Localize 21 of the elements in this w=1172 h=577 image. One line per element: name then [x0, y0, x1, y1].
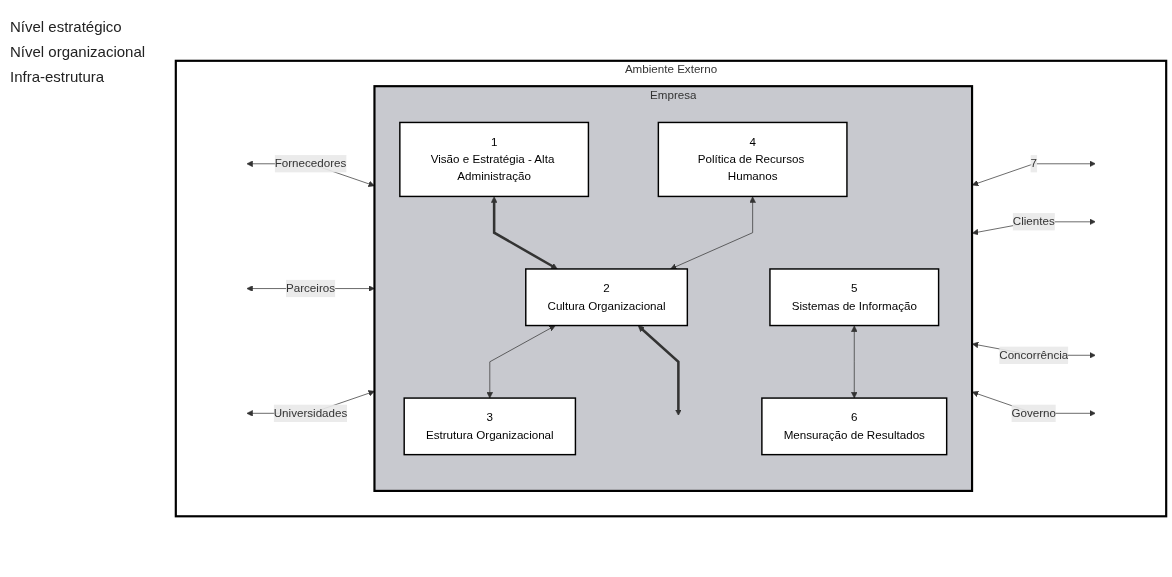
level-label: Nível estratégico: [10, 18, 123, 35]
edge-label: 7: [1030, 157, 1037, 170]
arrow: [851, 325, 858, 399]
node-box: 4 Política de Recursos Humanos: [657, 121, 848, 198]
level-label: Nível organizacional: [10, 43, 147, 60]
arrow: [490, 196, 558, 270]
edge-label: Parceiros: [285, 281, 335, 295]
edge-label: Clientes: [1012, 215, 1055, 228]
arrow: [637, 325, 682, 416]
node-box: 6 Mensuração de Resultados: [761, 397, 948, 456]
edge-label: Concorrência: [999, 348, 1069, 362]
edge-label: Fornecedores: [274, 157, 347, 170]
arrow: [670, 196, 756, 270]
node-box: 2 Cultura Organizacional: [525, 268, 689, 327]
node-box: 3 Estrutura Organizacional: [403, 397, 577, 456]
node-box: 5 Sistemas de Informação: [769, 268, 940, 327]
node-box: 1 Visão e Estratégia - Alta Administração: [399, 121, 590, 198]
level-label: Infra-estrutura: [10, 68, 106, 85]
edge-label: Governo: [1011, 406, 1057, 420]
edge-label: Universidades: [273, 406, 348, 420]
arrow: [486, 325, 556, 399]
